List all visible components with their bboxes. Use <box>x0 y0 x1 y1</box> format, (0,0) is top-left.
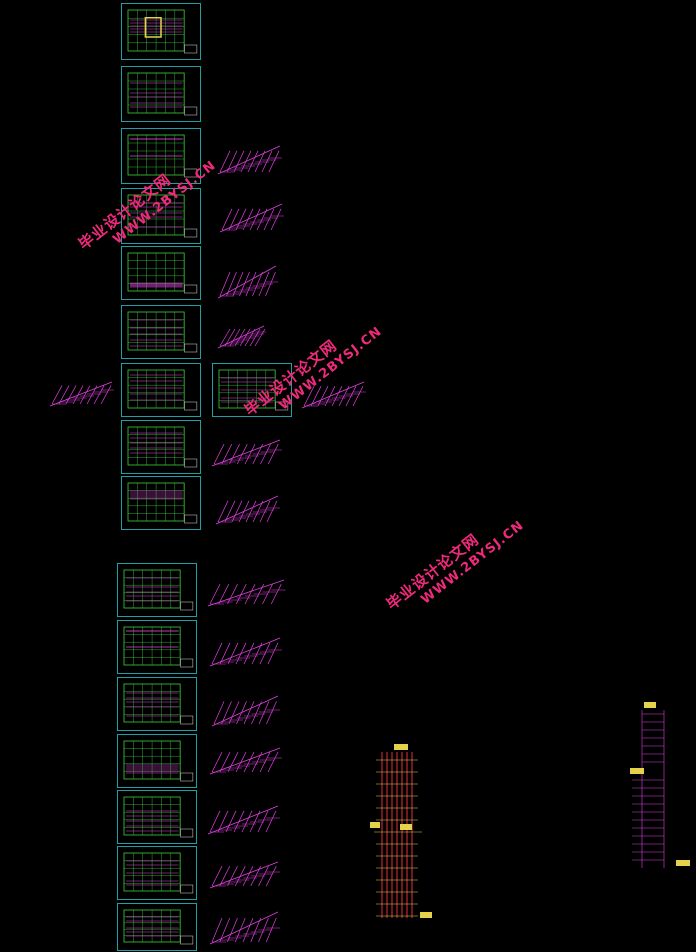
isometric-pipe-diagram <box>210 434 283 468</box>
drawing-sheet-16[interactable] <box>117 903 197 951</box>
drawing-sheet-5[interactable] <box>121 246 201 300</box>
drawing-sheet-8[interactable] <box>121 420 201 474</box>
riser-diagram-left <box>360 742 442 932</box>
drawing-sheet-7[interactable] <box>121 363 201 417</box>
drawing-sheet-3[interactable] <box>121 128 201 184</box>
drawing-sheet-13[interactable] <box>117 734 197 788</box>
isometric-pipe-diagram <box>208 632 282 668</box>
drawing-sheet-9[interactable] <box>121 476 201 530</box>
isometric-pipe-diagram <box>208 906 281 946</box>
drawing-sheet-4[interactable] <box>121 188 201 244</box>
isometric-pipe-diagram <box>208 742 282 776</box>
drawing-sheet-1[interactable] <box>121 3 201 60</box>
drawing-sheet-15[interactable] <box>117 846 197 900</box>
drawing-sheet-10[interactable] <box>117 563 197 617</box>
drawing-sheet-12[interactable] <box>117 677 197 731</box>
isometric-pipe-diagram <box>206 574 286 608</box>
watermark-chinese: 毕业设计论文网 <box>383 530 483 614</box>
isometric-pipe-diagram <box>48 376 115 408</box>
isometric-pipe-diagram <box>216 320 269 350</box>
isometric-pipe-diagram <box>208 856 281 890</box>
isometric-pipe-diagram <box>218 198 285 234</box>
isometric-pipe-diagram <box>206 800 280 836</box>
isometric-pipe-diagram <box>214 490 281 526</box>
riser-diagram-right <box>624 700 696 890</box>
drawing-sheet-14[interactable] <box>117 790 197 844</box>
isometric-pipe-diagram <box>210 690 281 728</box>
isometric-pipe-diagram <box>216 260 280 300</box>
isometric-pipe-diagram <box>300 376 367 410</box>
drawing-sheet-2[interactable] <box>121 66 201 122</box>
drawing-sheet-7b[interactable] <box>212 363 292 417</box>
isometric-pipe-diagram <box>216 140 283 176</box>
watermark: 毕业设计论文网 WWW.2BYSJ.CN <box>382 502 527 626</box>
drawing-sheet-11[interactable] <box>117 620 197 674</box>
drawing-sheet-6[interactable] <box>121 305 201 359</box>
